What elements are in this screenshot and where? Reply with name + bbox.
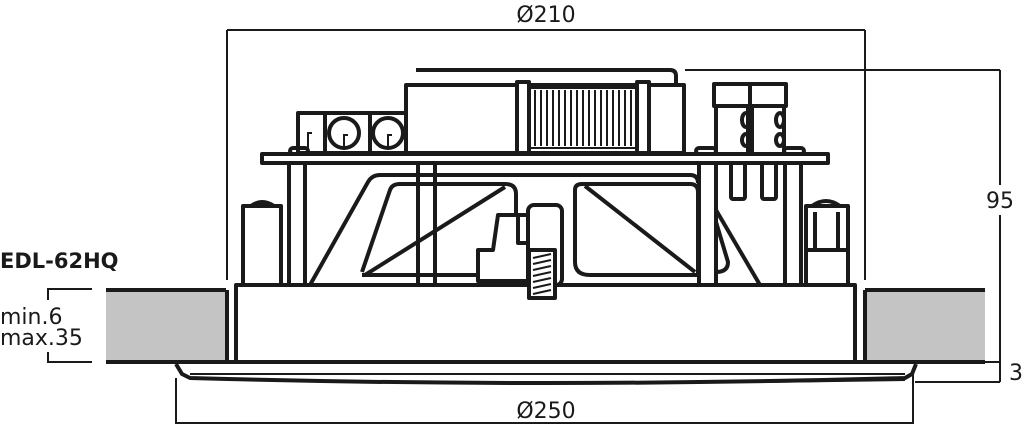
flange-dimension: 3	[915, 361, 1023, 386]
ceiling-min-label: min.6	[0, 305, 62, 330]
coil-windings	[534, 90, 632, 146]
model-label: EDL-62HQ	[0, 249, 119, 273]
left-capacitor	[241, 200, 283, 287]
top-diameter-dimension: Ø210	[226, 3, 866, 280]
ceiling-max-label: max.35	[0, 326, 83, 351]
terminal-connectors	[694, 82, 806, 201]
ceiling-thickness-dimension: min.6 max.35	[0, 288, 92, 363]
transformer	[404, 68, 686, 155]
mounting-screw	[527, 248, 557, 300]
bottom-diameter-dimension: Ø250	[175, 372, 914, 424]
ceiling-left	[106, 288, 236, 364]
height-dimension: 95	[685, 69, 1014, 382]
right-capacitor	[804, 199, 850, 287]
top-diameter-label: Ø210	[516, 3, 575, 28]
bottom-diameter-label: Ø250	[516, 399, 575, 424]
height-label: 95	[986, 189, 1014, 214]
front-flange	[174, 362, 918, 385]
ceiling-right	[855, 288, 985, 364]
flange-label: 3	[1009, 361, 1023, 386]
